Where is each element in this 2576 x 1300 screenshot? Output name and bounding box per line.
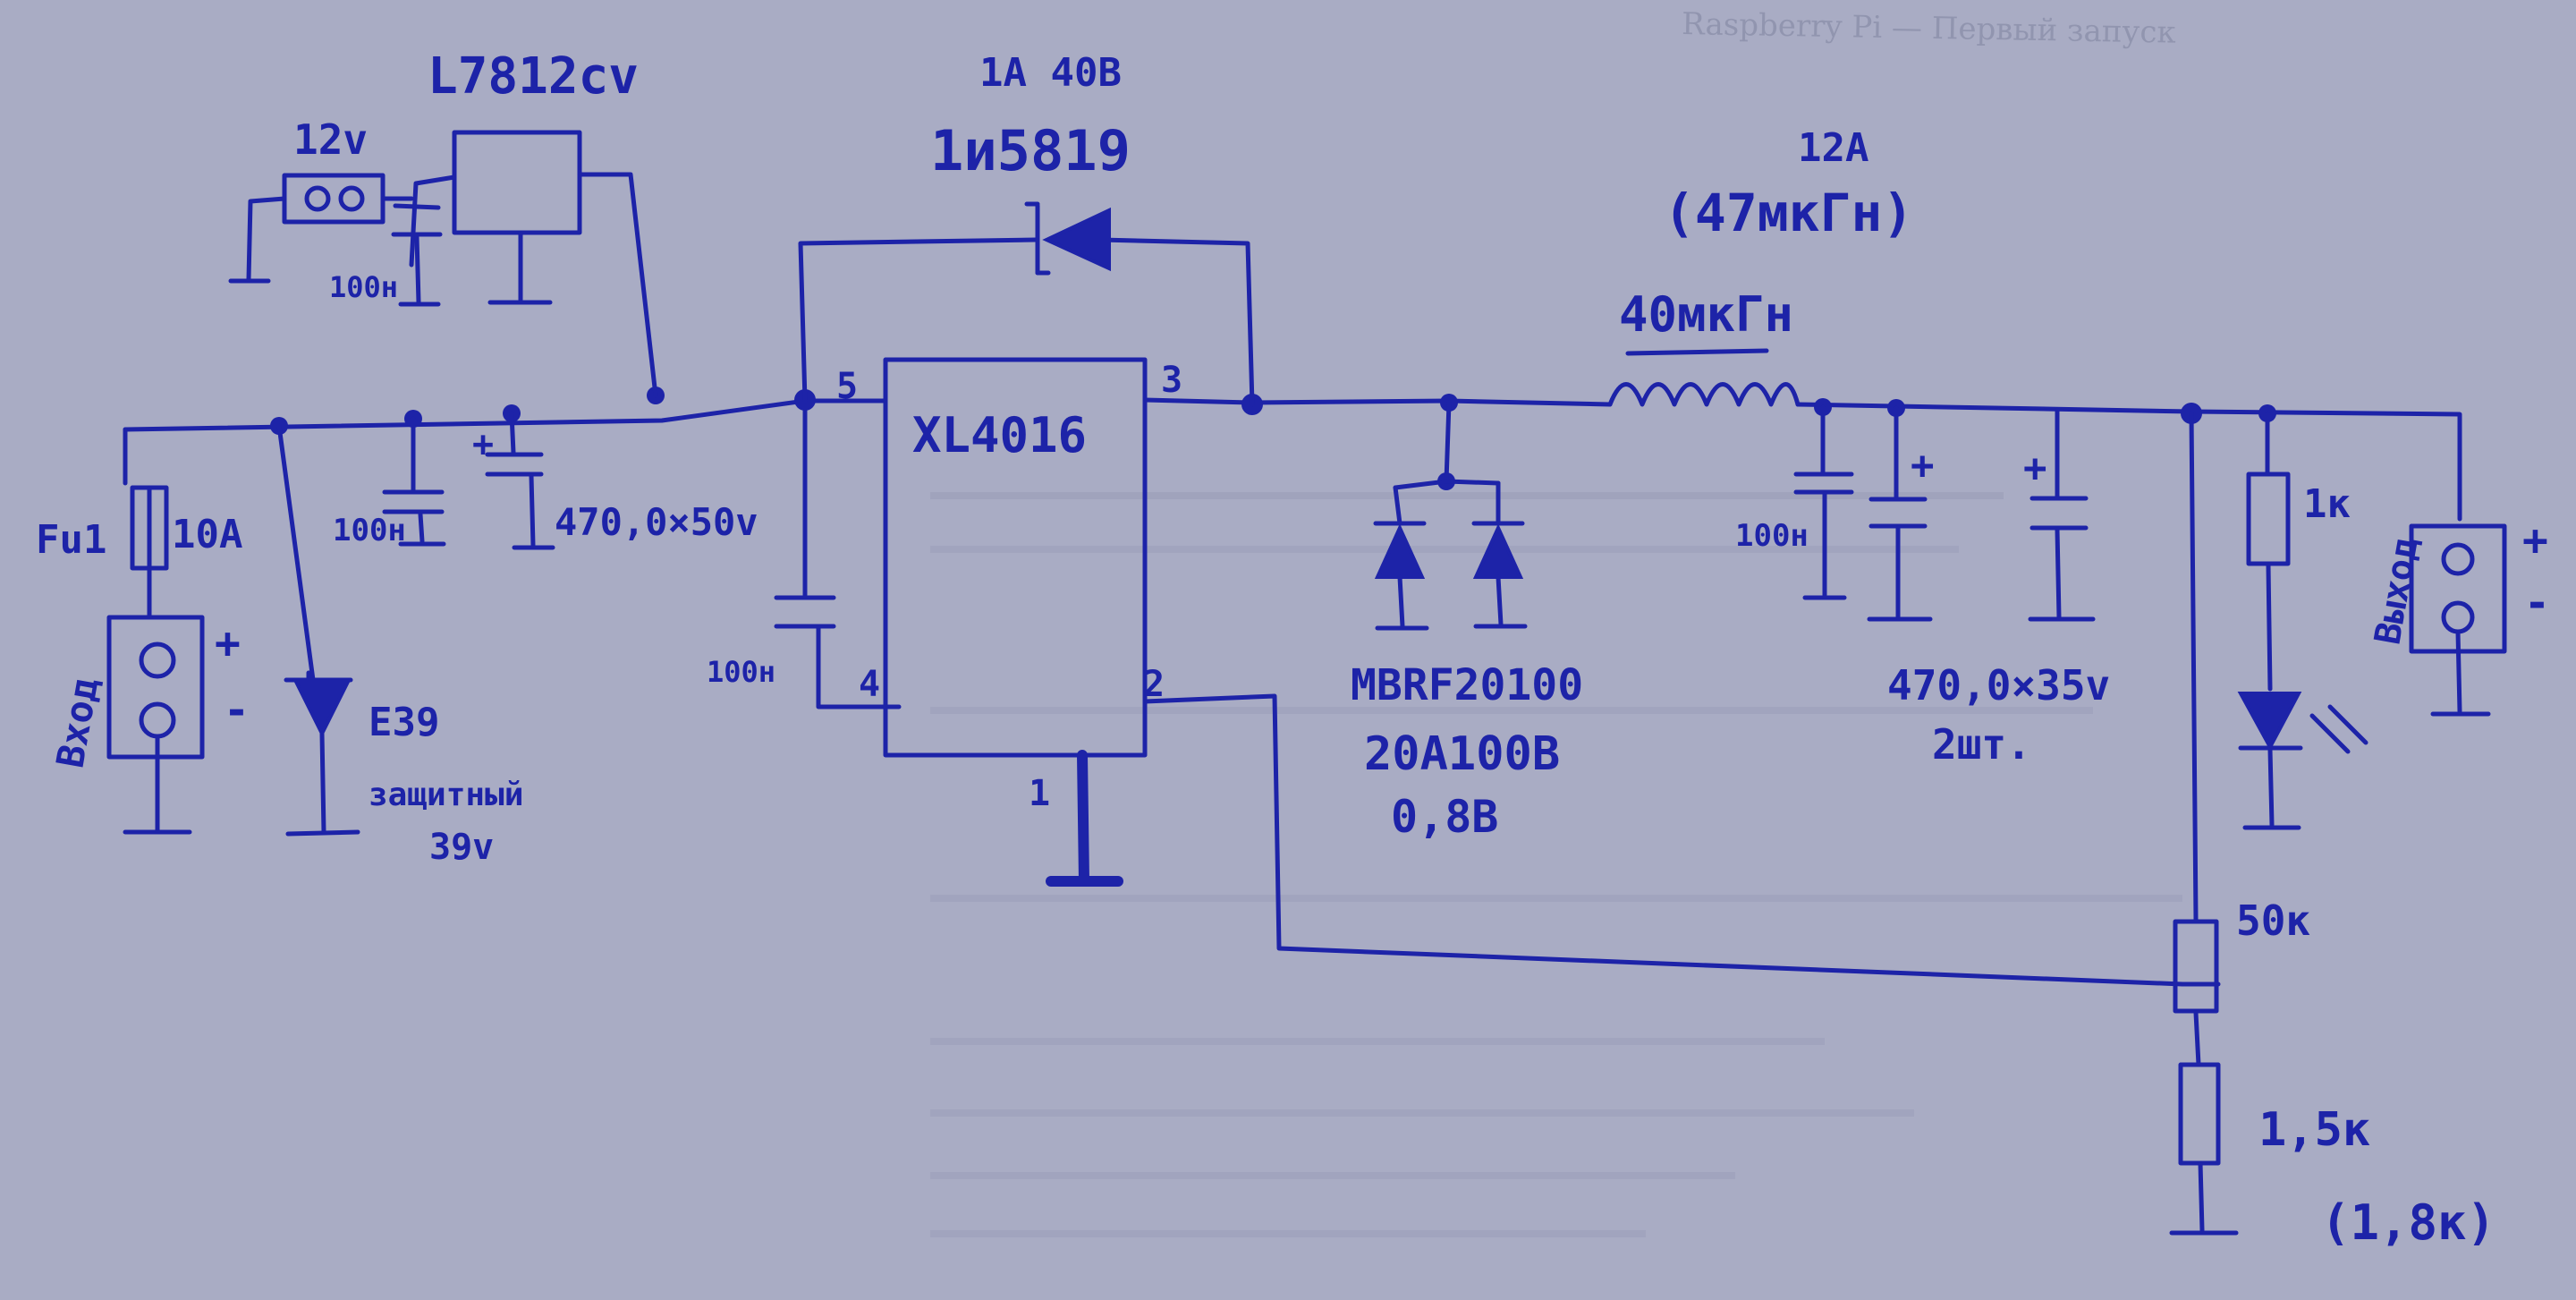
output-minus: - (2524, 578, 2550, 628)
feedback-divider: 50к 1,5к (1,8к) (2169, 411, 2496, 1251)
inductor-value: 40мкГн (1619, 286, 1793, 343)
fuse-value: 10А (172, 512, 242, 557)
svg-text:Raspberry Pi — Первый запуск: Raspberry Pi — Первый запуск (1682, 6, 2176, 51)
cap-output-100n-label: 100н (1735, 518, 1809, 554)
zener-voltage: 39v (429, 827, 494, 868)
schottky-part: MBRF20100 (1351, 660, 1583, 710)
main-bus-left (123, 398, 888, 486)
cap-input-100n-label: 100н (333, 513, 406, 548)
cap-output-label: 470,0×35v (1887, 661, 2110, 709)
fan-voltage-label: 12v (293, 115, 368, 164)
ic-xl4016: XL4016 5 3 2 4 1 100н (707, 357, 2185, 987)
cap-input-100n: 100н (333, 416, 446, 548)
pot-label: 50к (2236, 896, 2310, 945)
cap-input-electrolytic: + 470,0×50v (472, 411, 758, 550)
r-bottom-alt: (1,8к) (2321, 1194, 2496, 1251)
cap-regulator-100n: 100н (329, 203, 443, 307)
regulator-label: L7812cv (428, 47, 639, 106)
cap-ic-100n-label: 100н (707, 655, 775, 689)
diode-1n5819: 1A 40В 1и5819 (798, 50, 1255, 407)
r-bottom-label: 1,5к (2258, 1103, 2370, 1157)
schottky-rating: 20А100В (1364, 727, 1560, 781)
pin4-label: 4 (859, 664, 880, 705)
r-led-label: 1к (2303, 481, 2351, 527)
cap-regulator-100n-label: 100н (329, 270, 398, 304)
output-connector: + - Выход (2368, 515, 2550, 717)
pin3-label: 3 (1161, 360, 1182, 401)
output-label: Выход (2368, 534, 2427, 648)
inductor-rating: 12А (1798, 125, 1868, 171)
main-bus-right (1142, 397, 2462, 522)
pin5-label: 5 (836, 366, 858, 407)
input-plus: + (215, 618, 241, 668)
led-indicator: 1к (2237, 411, 2368, 830)
ic-label: XL4016 (912, 407, 1087, 463)
pin2-label: 2 (1143, 664, 1165, 705)
output-plus: + (2522, 515, 2548, 565)
zener-code: E39 (369, 700, 439, 745)
diode-top-rating: 1A 40В (979, 50, 1122, 96)
input-label: Вход (48, 675, 107, 771)
cap-output-electrolytic-1: + (1867, 405, 1935, 622)
pin1-label: 1 (1029, 773, 1050, 814)
cap-output-100n: 100н (1735, 404, 1854, 600)
regulator-l7812: L7812cv (409, 47, 658, 398)
zener-desc: защитный (369, 777, 523, 813)
fuse-fu1: Fu1 10А (36, 485, 242, 620)
paper-bleedthrough: Raspberry Pi — Первый запуск (930, 6, 2182, 1237)
schottky-mbrf20100: MBRF20100 20А100В 0,8В (1351, 400, 1583, 843)
inductor-alt: (47мкГн) (1664, 183, 1913, 243)
input-minus: - (224, 685, 250, 735)
cap-out2-plus: + (2023, 446, 2047, 491)
zener-protection: E39 защитный 39v (276, 423, 523, 868)
cap-input-plus: + (472, 424, 494, 465)
schottky-drop: 0,8В (1391, 791, 1498, 843)
fuse-label: Fu1 (36, 517, 106, 563)
cap-output-count: 2шт. (1932, 720, 2031, 769)
inductor: 12А (47мкГн) 40мкГн (1607, 125, 1913, 407)
input-connector: + - Вход (48, 615, 250, 835)
diode-top-part: 1и5819 (930, 118, 1131, 183)
fan-connector-12v: 12v (228, 115, 414, 284)
cap-output-electrolytic-2: + 470,0×35v 2шт. (1887, 407, 2110, 769)
cap-out1-plus: + (1911, 443, 1935, 489)
cap-input-electrolytic-label: 470,0×50v (555, 500, 758, 544)
